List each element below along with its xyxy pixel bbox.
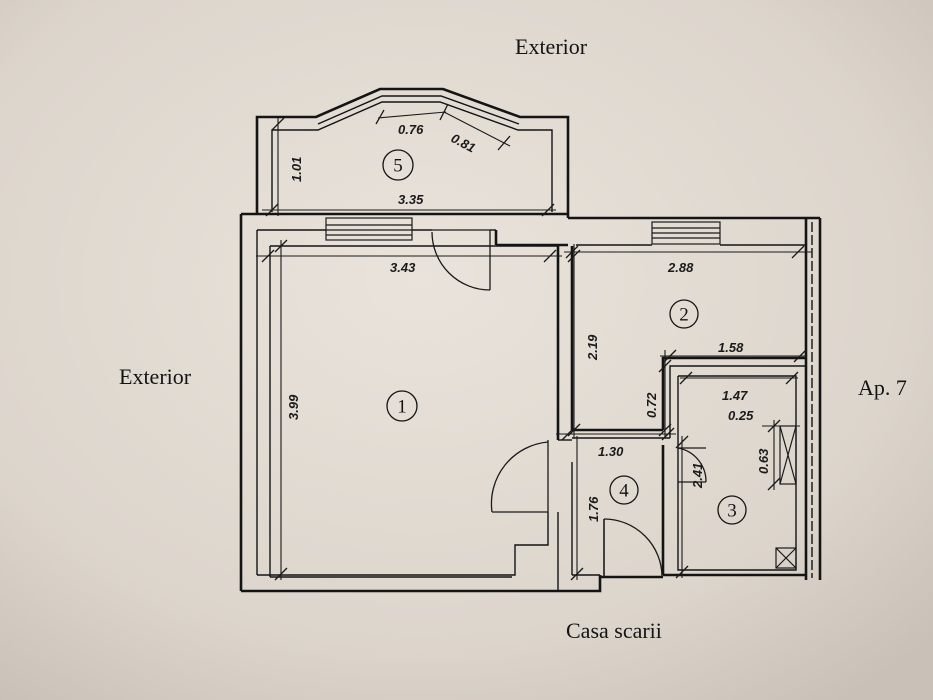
dim-balcony-width: 3.35 bbox=[398, 192, 424, 207]
dim-hall-offset: 1.58 bbox=[718, 340, 744, 355]
dim-bath-niche-depth: 0.63 bbox=[756, 448, 771, 474]
dim-bath-length: 2.41 bbox=[690, 463, 705, 489]
room-marker-2: 2 bbox=[669, 299, 699, 329]
room-number-4: 4 bbox=[619, 481, 629, 502]
door-bathroom bbox=[677, 447, 707, 483]
dim-room1-width: 3.43 bbox=[390, 260, 416, 275]
dim-bay-segment-a: 0.76 bbox=[398, 122, 424, 137]
dim-room2-width: 2.88 bbox=[667, 260, 694, 275]
label-exterior-top: Exterior bbox=[515, 34, 588, 59]
dim-hall-length: 1.76 bbox=[586, 496, 601, 522]
label-stairwell: Casa scarii bbox=[566, 618, 662, 643]
door-balcony bbox=[431, 229, 491, 291]
dim-room1-length: 3.99 bbox=[286, 394, 301, 420]
window-room1 bbox=[325, 217, 413, 241]
door-hall bbox=[603, 518, 663, 578]
room-number-3: 3 bbox=[727, 501, 737, 522]
walls bbox=[239, 87, 822, 593]
room-number-5: 5 bbox=[393, 156, 403, 177]
room-marker-5: 5 bbox=[382, 149, 414, 181]
room-number-2: 2 bbox=[679, 305, 689, 326]
vent-shaft-bottom bbox=[775, 547, 797, 569]
room-marker-1: 1 bbox=[386, 390, 418, 422]
dim-hall-width: 1.30 bbox=[598, 444, 624, 459]
label-exterior-left: Exterior bbox=[119, 364, 192, 389]
dim-bath-width: 1.47 bbox=[722, 388, 748, 403]
dim-bath-niche: 0.25 bbox=[728, 408, 754, 423]
label-neighbor-apartment: Ap. 7 bbox=[858, 375, 907, 400]
dimension-lines bbox=[256, 103, 812, 581]
dim-balcony-depth: 1.01 bbox=[289, 157, 304, 182]
room-marker-4: 4 bbox=[609, 475, 639, 505]
dim-wall-segment: 0.72 bbox=[644, 392, 659, 418]
dim-room2-depth: 2.19 bbox=[585, 334, 600, 361]
window-room2 bbox=[651, 221, 721, 245]
room-number-1: 1 bbox=[397, 397, 407, 418]
door-room1 bbox=[490, 440, 549, 513]
room-marker-3: 3 bbox=[717, 495, 747, 525]
